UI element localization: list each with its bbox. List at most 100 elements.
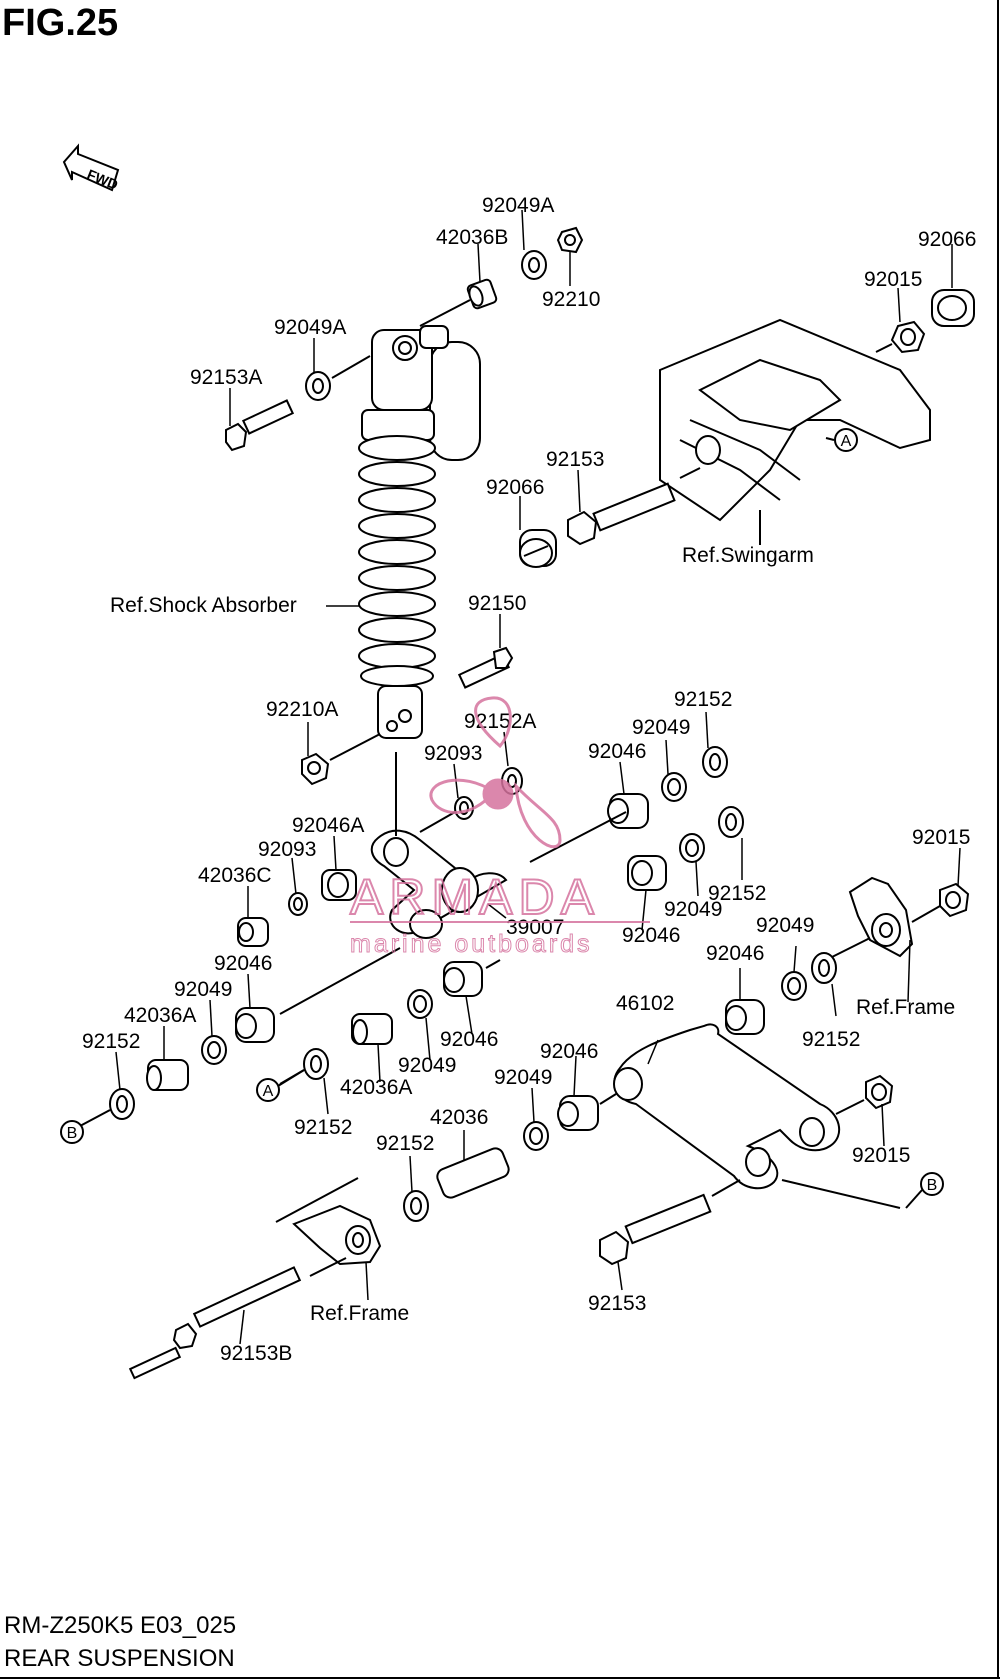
figure-code: RM-Z250K5 E03_025 bbox=[4, 1612, 237, 1639]
seal-92049-e bbox=[781, 971, 807, 1001]
reference-labels: Ref.Shock Absorber Ref.Swingarm Ref.Fram… bbox=[110, 544, 955, 1325]
part-label: 92049 bbox=[664, 898, 722, 921]
seal-92049-a bbox=[661, 772, 687, 802]
bolt-92153-lower bbox=[599, 1179, 741, 1266]
bolt-92153b bbox=[128, 1257, 347, 1380]
armada-watermark: ARMADA marine outboards bbox=[349, 696, 650, 959]
seal-92049-c bbox=[201, 1035, 227, 1065]
part-label: 92049 bbox=[174, 978, 232, 1001]
part-label: 42036C bbox=[198, 864, 272, 887]
washer-92152-e bbox=[811, 952, 837, 984]
part-label: 92152 bbox=[674, 688, 732, 711]
washer-92152-a bbox=[702, 746, 728, 778]
ref-shock-absorber: Ref.Shock Absorber bbox=[110, 594, 297, 617]
watermark-brand: ARMADA bbox=[350, 869, 600, 925]
part-label: 92046 bbox=[540, 1040, 598, 1063]
callout-b-text-1: B bbox=[67, 1125, 78, 1142]
nut-92210 bbox=[556, 226, 584, 254]
nut-92015-lower bbox=[835, 1074, 894, 1115]
washer-92152-b bbox=[718, 806, 744, 838]
bearing-92046-a bbox=[607, 793, 649, 829]
part-label: 42036B bbox=[436, 226, 508, 249]
shock-absorber bbox=[358, 325, 481, 739]
callout-a-swingarm bbox=[834, 428, 858, 452]
seal-92093-a bbox=[419, 796, 474, 833]
part-label: 92093 bbox=[258, 838, 316, 861]
part-label: 46102 bbox=[616, 992, 674, 1015]
part-label: 92210A bbox=[266, 698, 338, 721]
nut-92015-right bbox=[939, 882, 970, 918]
sleeve-42036b bbox=[419, 278, 498, 327]
part-label: 92046 bbox=[588, 740, 646, 763]
frame-border-right bbox=[997, 0, 999, 1679]
part-label: 92015 bbox=[864, 268, 922, 291]
part-label: 92049 bbox=[398, 1054, 456, 1077]
figure-title: FIG.25 bbox=[2, 2, 119, 44]
callout-b-text-2: B bbox=[927, 1177, 938, 1194]
seal-92049-b bbox=[679, 833, 705, 863]
collar-42036a-left bbox=[146, 1059, 189, 1091]
part-label: 92150 bbox=[468, 592, 526, 615]
frame-bracket-right bbox=[825, 876, 941, 961]
callout-b-right bbox=[920, 1172, 944, 1196]
collar-42036 bbox=[436, 1147, 510, 1199]
part-label: 92153A bbox=[190, 366, 262, 389]
seal-92049-d bbox=[407, 989, 433, 1019]
bolt-92153a bbox=[225, 399, 295, 452]
nut-92210a bbox=[301, 733, 381, 786]
link-arm-39007 bbox=[370, 752, 508, 939]
part-label: 92152 bbox=[802, 1028, 860, 1051]
seal-92049a-left bbox=[305, 355, 371, 401]
part-label: 92153B bbox=[220, 1342, 292, 1365]
part-label: 92015 bbox=[912, 826, 970, 849]
part-label: 42036 bbox=[430, 1106, 488, 1129]
seal-92049-f bbox=[523, 1121, 549, 1151]
callout-a-text-1: A bbox=[841, 433, 852, 450]
swingarm-ref bbox=[659, 318, 931, 545]
collar-42036a-mid bbox=[351, 1013, 393, 1045]
part-label: 92015 bbox=[852, 1144, 910, 1167]
bolt-92150 bbox=[457, 646, 514, 689]
bearing-92046-e bbox=[725, 999, 765, 1035]
cap-92066 bbox=[519, 529, 557, 568]
ref-frame-right: Ref.Frame bbox=[856, 996, 955, 1019]
part-label: 92152 bbox=[708, 882, 766, 905]
callout-letters: A A B B bbox=[67, 433, 938, 1194]
bearing-92046-b bbox=[529, 811, 667, 891]
washer-92152-d bbox=[279, 1048, 329, 1085]
washer-92152-c bbox=[79, 1088, 135, 1127]
frame-bracket-lower bbox=[275, 1177, 382, 1266]
part-label: 92210 bbox=[542, 288, 600, 311]
watermark-tagline: marine outboards bbox=[350, 930, 593, 958]
part-label: 92046 bbox=[440, 1028, 498, 1051]
part-label: 92152 bbox=[376, 1132, 434, 1155]
fwd-arrow-icon: FWD bbox=[62, 143, 120, 193]
part-label: 92152 bbox=[294, 1116, 352, 1139]
part-label: 92152 bbox=[82, 1030, 140, 1053]
callout-a-lower bbox=[256, 1078, 280, 1102]
seal-92049a-top bbox=[521, 250, 547, 280]
frame-border-bottom bbox=[0, 1677, 1000, 1679]
propeller-logo-icon bbox=[429, 696, 562, 849]
part-label: 92049 bbox=[632, 716, 690, 739]
bearing-92046a bbox=[321, 869, 357, 901]
part-label: 92046 bbox=[706, 942, 764, 965]
part-label: 42036A bbox=[124, 1004, 196, 1027]
ref-swingarm: Ref.Swingarm bbox=[682, 544, 814, 567]
nut-92015-top bbox=[875, 320, 926, 354]
part-label: 92066 bbox=[918, 228, 976, 251]
part-label: 92153 bbox=[546, 448, 604, 471]
part-label: 92049A bbox=[482, 194, 554, 217]
ref-frame-lower: Ref.Frame bbox=[310, 1302, 409, 1325]
bearing-92046-d bbox=[443, 959, 501, 997]
part-label: 92049 bbox=[494, 1066, 552, 1089]
part-label: 92049 bbox=[756, 914, 814, 937]
callout-b-left bbox=[60, 1120, 84, 1144]
bearing-92046-c bbox=[235, 947, 401, 1043]
part-label: 92046A bbox=[292, 814, 364, 837]
figure-name: REAR SUSPENSION bbox=[4, 1645, 235, 1672]
bearing-92046-f bbox=[557, 1093, 617, 1131]
callout-circles bbox=[60, 428, 944, 1209]
